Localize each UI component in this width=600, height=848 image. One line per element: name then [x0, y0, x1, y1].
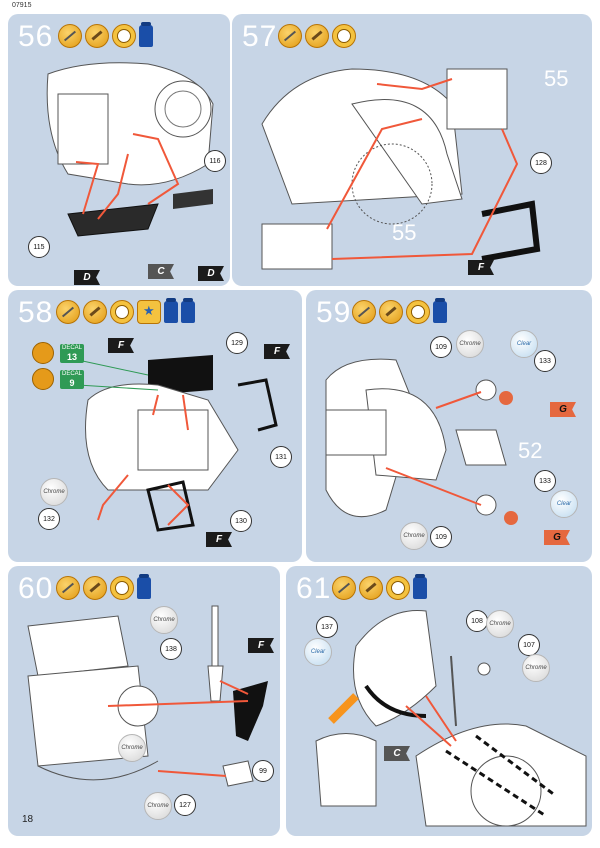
part-flag: F [264, 344, 290, 359]
paint-swatch: Clear [304, 638, 332, 666]
part-callout: 116 [204, 150, 226, 172]
part-callout: 109 [430, 336, 452, 358]
knife-icon [58, 24, 82, 48]
step-57-illustration [261, 68, 541, 270]
brush-icon [85, 24, 109, 48]
paint-swatch: Chrome [40, 478, 68, 506]
glue-jar-icon [433, 298, 447, 323]
paint-swatch: Chrome [150, 606, 178, 634]
part-flag: C [384, 746, 410, 761]
part-callout: 129 [226, 332, 248, 354]
step-61-illustration [315, 609, 587, 827]
paint-swatch: Chrome [522, 654, 550, 682]
part-flag: F [468, 260, 494, 275]
step-number: 57 [242, 20, 278, 53]
step-59-illustration [325, 358, 518, 525]
step-number: 58 [18, 296, 54, 329]
part-flag: D [74, 270, 100, 285]
step-number: 56 [18, 20, 54, 53]
knife-icon [56, 300, 80, 324]
part-callout: 137 [316, 616, 338, 638]
tool-icons [332, 574, 427, 600]
paint-swatch: Chrome [144, 792, 172, 820]
part-callout: 115 [28, 236, 50, 258]
clock-icon [110, 300, 134, 324]
glue-jar-icon [137, 574, 151, 599]
brush-icon [359, 576, 383, 600]
step-number: 59 [316, 296, 352, 329]
step-60-illustration [27, 605, 268, 787]
glue-jar-icon [413, 574, 427, 599]
step-59-panel: 59 Chrome 109 Clear 133 G 52 133 Clear C… [306, 290, 592, 562]
part-flag: F [108, 338, 134, 353]
step-56-illustration [46, 62, 214, 237]
tool-icons [58, 22, 153, 48]
paint-swatch: Chrome [400, 522, 428, 550]
tool-icons [56, 574, 151, 600]
brush-icon [83, 300, 107, 324]
step-57-panel: 57 55 55 128 F [232, 14, 592, 286]
tool-icons [56, 298, 195, 324]
clock-icon [386, 576, 410, 600]
tool-icons [352, 298, 447, 324]
part-number-large: 55 [392, 220, 417, 245]
product-code: 07915 [12, 2, 32, 9]
brush-icon [379, 300, 403, 324]
knife-icon [332, 576, 356, 600]
part-flag: C [148, 264, 174, 279]
part-callout: 131 [270, 446, 292, 468]
decal-step-icon [32, 342, 54, 364]
paint-jar-icon [164, 298, 178, 323]
part-callout: 133 [534, 350, 556, 372]
glue-jar-icon [139, 22, 153, 47]
step-number: 60 [18, 572, 54, 605]
decal-icon [137, 300, 161, 324]
clock-icon [110, 576, 134, 600]
knife-icon [278, 24, 302, 48]
part-callout: 133 [534, 470, 556, 492]
part-flag: G [544, 530, 570, 545]
part-callout: 138 [160, 638, 182, 660]
knife-icon [56, 576, 80, 600]
clock-icon [112, 24, 136, 48]
glue-jar-icon [181, 298, 195, 323]
paint-swatch: Chrome [486, 610, 514, 638]
step-number: 61 [296, 572, 332, 605]
part-flag: F [248, 638, 274, 653]
part-flag: D [198, 266, 224, 281]
tool-icons [278, 24, 356, 48]
step-56-panel: 56 116 115 D C D [8, 14, 230, 286]
paint-swatch: Clear [510, 330, 538, 358]
part-callout: 130 [230, 510, 252, 532]
part-callout: 107 [518, 634, 540, 656]
step-58-illustration [77, 355, 278, 532]
page-number: 18 [22, 814, 34, 825]
part-number-large: 52 [518, 438, 543, 463]
brush-icon [83, 576, 107, 600]
paint-swatch: Chrome [456, 330, 484, 358]
part-callout: 128 [530, 152, 552, 174]
knife-icon [352, 300, 376, 324]
part-callout: 109 [430, 526, 452, 548]
part-callout: 132 [38, 508, 60, 530]
part-flag: G [550, 402, 576, 417]
part-callout: 99 [252, 760, 274, 782]
brush-icon [305, 24, 329, 48]
decal-step-icon [32, 368, 54, 390]
clock-icon [332, 24, 356, 48]
part-callout: 108 [466, 610, 488, 632]
paint-swatch: Chrome [118, 734, 146, 762]
step-60-panel: 60 Chrome 138 F Chrome 99 Chrome 127 [8, 566, 280, 836]
paint-swatch: Clear [550, 490, 578, 518]
part-flag: F [206, 532, 232, 547]
part-callout: 127 [174, 794, 196, 816]
step-61-panel: 61 137 Clear 108 Chrome 107 Chrome C [286, 566, 592, 836]
clock-icon [406, 300, 430, 324]
part-number-large: 55 [544, 66, 569, 91]
